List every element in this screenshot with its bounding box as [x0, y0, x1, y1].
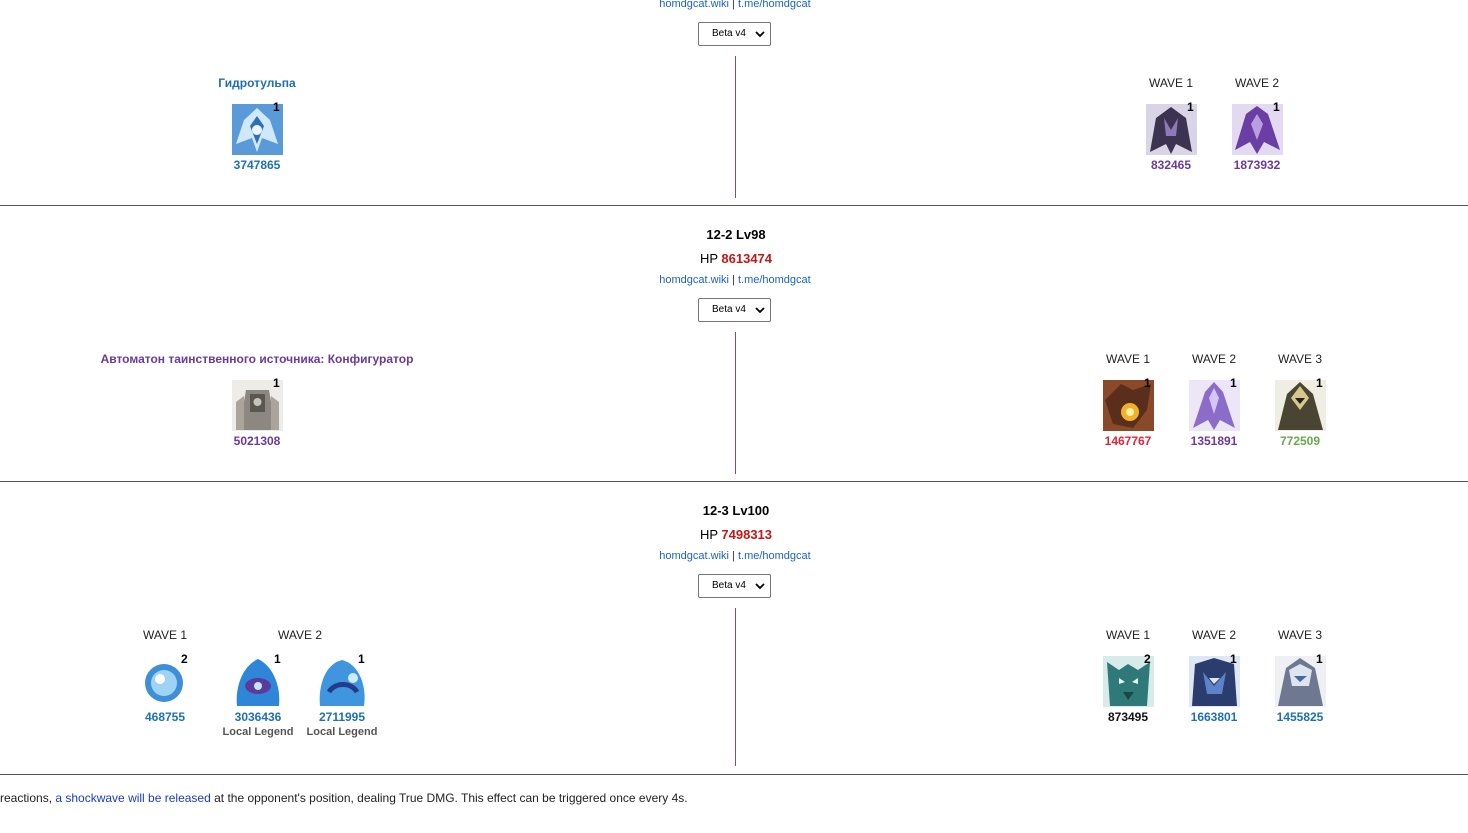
wave-label: WAVE 2	[1191, 628, 1236, 642]
hydro-slime-large-icon	[317, 656, 368, 707]
credit-links: homdgcat.wiki | t.me/homdgcat	[659, 550, 811, 562]
version-select[interactable]: Beta v4	[698, 298, 771, 322]
telegram-link[interactable]: t.me/homdgcat	[737, 0, 811, 10]
chamber-title: 12-2 Lv98	[706, 227, 766, 242]
anemo-beast-icon	[1103, 656, 1154, 707]
enemy-hp: 1467767	[1104, 434, 1152, 448]
wave-label: WAVE 1	[1105, 628, 1150, 642]
wave-label: WAVE 3	[1277, 628, 1322, 642]
enemy-tag: Local Legend	[306, 726, 378, 738]
electro-herald-icon	[1189, 380, 1240, 431]
side-divider	[735, 332, 736, 474]
wave-label: WAVE 1	[1105, 352, 1150, 366]
wiki-link[interactable]: homdgcat.wiki	[659, 274, 729, 286]
enemy-hp: 468755	[144, 710, 186, 724]
abyss-lector-icon	[1232, 104, 1283, 155]
configurator-icon	[232, 380, 283, 431]
enemy-hp: 1663801	[1190, 710, 1238, 724]
wiki-link[interactable]: homdgcat.wiki	[659, 550, 729, 562]
cryo-knight-icon	[1275, 656, 1326, 707]
version-select[interactable]: Beta v4	[698, 22, 771, 46]
description-text: reactions, a shockwave will be released …	[0, 791, 688, 805]
enemy-tag: Local Legend	[222, 726, 294, 738]
wave-label: WAVE 2	[1234, 76, 1279, 90]
enemy-hp: 1873932	[1233, 158, 1281, 172]
chevron-down-icon	[755, 307, 765, 314]
telegram-link[interactable]: t.me/homdgcat	[737, 550, 811, 562]
version-select[interactable]: Beta v4	[698, 574, 771, 598]
telegram-link[interactable]: t.me/homdgcat	[737, 274, 811, 286]
golden-knight-icon	[1275, 380, 1326, 431]
wiki-link[interactable]: homdgcat.wiki	[659, 0, 729, 10]
chevron-down-icon	[755, 583, 765, 590]
side-divider	[735, 608, 736, 766]
wave-label: WAVE 1	[142, 628, 187, 642]
chamber-hp: HP 8613474	[699, 251, 773, 266]
pyro-beast-icon	[1103, 380, 1154, 431]
enemy-hp: 832465	[1150, 158, 1192, 172]
enemy-hp: 772509	[1279, 434, 1321, 448]
abyss-herald-icon	[1146, 104, 1197, 155]
wave-label: WAVE 3	[1277, 352, 1322, 366]
side-divider	[735, 56, 736, 198]
credit-links: homdgcat.wiki | t.me/homdgcat	[659, 0, 811, 10]
chevron-down-icon	[755, 31, 765, 38]
enemy-hp: 873495	[1107, 710, 1149, 724]
enemy-hp: 2711995	[318, 710, 366, 724]
section-divider	[0, 481, 1468, 482]
shockwave-link[interactable]: a shockwave will be released	[55, 791, 211, 805]
chamber-title: 12-3 Lv100	[702, 503, 770, 518]
wave-label: WAVE 2	[1191, 352, 1236, 366]
enemy-hp: 3747865	[233, 158, 281, 172]
credit-links: homdgcat.wiki | t.me/homdgcat	[659, 274, 811, 286]
hydro-slime-orb-icon	[140, 656, 191, 707]
hydro-slime-icon	[233, 656, 284, 707]
enemy-group-name: Автоматон таинственного источника: Конфи…	[100, 352, 414, 366]
hydro-knight-icon	[1189, 656, 1240, 707]
section-divider	[0, 774, 1468, 775]
enemy-hp: 1455825	[1276, 710, 1324, 724]
hydro-tulpa-icon	[232, 104, 283, 155]
enemy-group-name: Гидротульпа	[218, 76, 296, 90]
section-divider	[0, 205, 1468, 206]
chamber-hp: HP 7498313	[699, 527, 773, 542]
enemy-hp: 3036436	[234, 710, 282, 724]
enemy-hp: 1351891	[1190, 434, 1238, 448]
wave-label: WAVE 2	[277, 628, 322, 642]
wave-label: WAVE 1	[1148, 76, 1193, 90]
enemy-hp: 5021308	[233, 434, 281, 448]
